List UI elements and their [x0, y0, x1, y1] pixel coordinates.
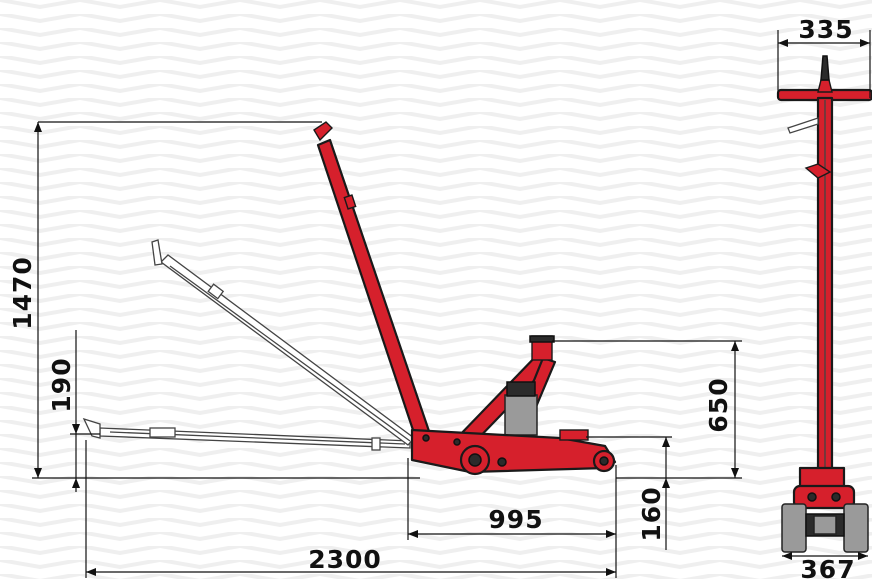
front-dimension-lines [777, 30, 871, 560]
dim-max-handle-height: 1470 [8, 256, 37, 330]
jack-body [410, 335, 617, 476]
handle-lowered-ghost [82, 417, 411, 451]
dim-lowered-handle-height: 190 [47, 357, 76, 412]
dim-lift-height: 650 [704, 377, 733, 432]
dim-handle-width: 335 [798, 15, 853, 44]
dim-total-length: 2300 [308, 545, 382, 574]
dim-wheel-track-width: 367 [800, 555, 855, 579]
dimension-lines [32, 121, 742, 578]
dim-min-height: 160 [637, 486, 666, 541]
dim-base-length: 995 [488, 505, 543, 534]
jack-front-view [776, 55, 872, 553]
